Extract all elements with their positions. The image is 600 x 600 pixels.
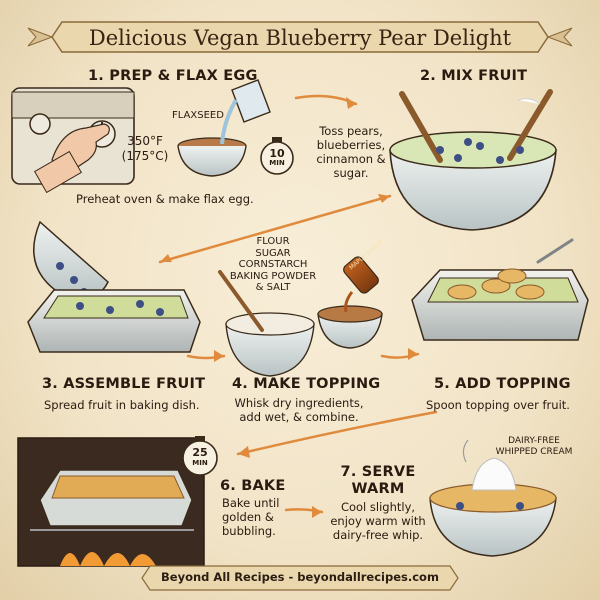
arrow-heads: [160, 97, 418, 518]
step-3-title: 3. ASSEMBLE FRUIT: [42, 376, 206, 392]
step-7-title-line: 7. SERVE: [340, 464, 416, 480]
step-4-title: 4. MAKE TOPPING: [232, 376, 381, 392]
arrow-5-to-6: [236, 410, 438, 456]
step-6-desc-line: Bake until: [222, 496, 280, 510]
footer-credit: Beyond All Recipes - beyondallrecipes.co…: [161, 570, 439, 584]
serving-bowl: [429, 439, 557, 557]
dairy-free-cream-label: DAIRY-FREE WHIPPED CREAM: [484, 436, 584, 458]
cream-label-line: DAIRY-FREE: [508, 436, 560, 446]
timer-25-number: 25: [192, 446, 208, 459]
step-7-description: Cool slightly, enjoy warm with dairy-fre…: [320, 500, 436, 542]
step-7-title-line: WARM: [351, 481, 405, 497]
step-4-desc-line: Whisk dry ingredients,: [234, 396, 364, 410]
step-2-desc-line: cinnamon &: [316, 152, 386, 166]
timer-25-icon: [182, 436, 218, 476]
step-6-title: 6. BAKE: [220, 478, 286, 494]
pouring-bowl: [33, 220, 109, 300]
cream-label-line: WHIPPED CREAM: [495, 447, 573, 457]
step-2-desc-line: sugar.: [333, 166, 369, 180]
step-6-description: Bake until golden & bubbling.: [222, 496, 279, 538]
step-1-title: 1. PREP & FLAX EGG: [88, 68, 258, 84]
step-2-title: 2. MIX FRUIT: [420, 68, 528, 84]
arrow-2-to-3: [158, 194, 392, 264]
recipe-title: Delicious Vegan Blueberry Pear Delight: [88, 26, 512, 50]
dry-ingredient: BAKING POWDER: [229, 270, 317, 282]
flaxseed-label: FLAXSEED: [172, 110, 224, 121]
title-banner: [27, 21, 573, 53]
dry-ingredient: SUGAR: [255, 247, 291, 259]
baking-oven: [17, 437, 205, 567]
topped-baking-dish: [411, 238, 589, 341]
step-6-desc-line: golden &: [222, 510, 274, 524]
step-5-description: Spoon topping over fruit.: [426, 398, 570, 412]
maple-syrup-bottle: [343, 256, 379, 313]
timer-25-unit: MIN: [192, 459, 208, 467]
oven-temp-c: (175°C): [121, 149, 169, 163]
flax-bowl: [177, 137, 247, 177]
syrup-bowl: [317, 305, 383, 349]
step-7-desc-line: dairy-free whip.: [332, 528, 424, 542]
fruit-baking-dish: [27, 289, 201, 353]
dry-ingredient: FLOUR: [256, 236, 290, 247]
timer-10-unit: MIN: [269, 159, 285, 167]
measuring-cup: [220, 79, 271, 145]
hand-illustration: [33, 123, 110, 194]
step-7-desc-line: enjoy warm with: [330, 514, 426, 528]
dry-ingredient: CORNSTARCH: [238, 259, 308, 270]
mixing-bowl: [389, 89, 557, 231]
step-1-description: Preheat oven & make flax egg.: [76, 192, 254, 206]
step-2-desc-line: Toss pears,: [319, 124, 383, 138]
timer-10-icon: [260, 137, 294, 175]
footer-banner: [141, 565, 459, 591]
step-7-title: 7. SERVE WARM: [330, 464, 426, 498]
step-3-description: Spread fruit in baking dish.: [44, 398, 200, 412]
dry-ingredients-label: FLOUR SUGAR CORNSTARCH BAKING POWDER & S…: [218, 236, 328, 294]
step-2-description: Toss pears, blueberries, cinnamon & suga…: [306, 124, 396, 180]
dry-ingredient: & SALT: [255, 282, 291, 293]
step-5-title: 5. ADD TOPPING: [434, 376, 571, 392]
oven-temp-f: 350°F: [127, 134, 163, 148]
step-6-desc-line: bubbling.: [222, 524, 276, 538]
step-7-desc-line: Cool slightly,: [340, 500, 416, 514]
step-2-desc-line: blueberries,: [316, 138, 386, 152]
timer-10-number: 10: [269, 147, 285, 160]
flour-bowl: [218, 270, 315, 377]
step-4-description: Whisk dry ingredients, add wet, & combin…: [224, 396, 374, 424]
step-4-desc-line: add wet, & combine.: [239, 410, 359, 424]
